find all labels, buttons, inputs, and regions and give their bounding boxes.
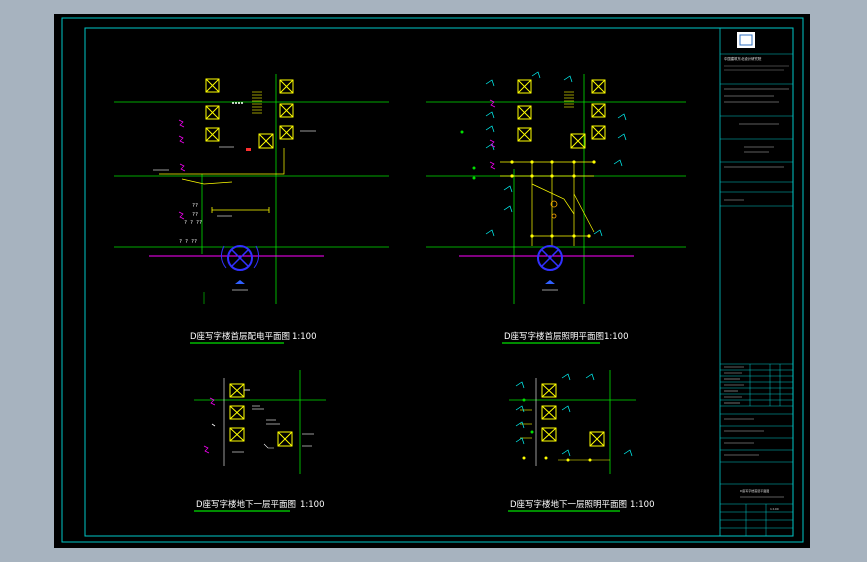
inner-frame bbox=[84, 27, 794, 537]
plan-scale-bottom-right: 1:100 bbox=[630, 500, 655, 510]
entrance-symbol-tl bbox=[227, 245, 253, 271]
label-qm-1: ?? bbox=[192, 203, 198, 209]
lighting-arrows-tr bbox=[485, 71, 627, 237]
title-block-company: 中国建筑东北设计研究院 bbox=[724, 56, 762, 61]
plan-scale-top-right: 1:100 bbox=[604, 332, 629, 342]
stairs-tl bbox=[252, 91, 262, 114]
label-qm-2: ?? bbox=[192, 212, 198, 218]
cad-drawing-canvas[interactable]: 中国建筑东北设计研究院 bbox=[54, 14, 810, 548]
plan-scale-bottom-left: 1:100 bbox=[300, 500, 325, 510]
equipment-group-tr bbox=[517, 79, 606, 149]
equipment-group-tl bbox=[205, 78, 294, 149]
plan-title-bottom-right: D座写字楼地下一层照明平面图 bbox=[510, 499, 627, 510]
company-logo bbox=[737, 32, 755, 48]
plan-top-left: ?? ?? ? ? ?? ? ? ?? D座写字楼首层配电平面图 1:100 bbox=[114, 74, 389, 344]
plan-title-top-left: D座写字楼首层配电平面图 bbox=[190, 331, 290, 342]
outer-frame bbox=[61, 17, 804, 543]
stairs-tr bbox=[564, 91, 574, 108]
label-qm-3: ? ? ?? bbox=[184, 220, 202, 226]
plan-title-bottom-left: D座写字楼地下一层平面图 bbox=[196, 499, 296, 510]
label-qm-4: ? ? ?? bbox=[179, 239, 197, 245]
title-block: 中国建筑东北设计研究院 bbox=[719, 27, 794, 537]
light-fixtures bbox=[510, 160, 596, 238]
plan-bottom-left: D座写字楼地下一层平面图 1:100 bbox=[194, 370, 326, 512]
plan-top-right: D座写字楼首层照明平面图 1:100 bbox=[426, 71, 686, 344]
title-block-scale: 1:100 bbox=[770, 507, 779, 511]
lighting-arrows-br bbox=[515, 373, 633, 457]
equipment-group-br bbox=[541, 383, 605, 447]
plan-title-top-right: D座写字楼首层照明平面图 bbox=[504, 331, 604, 342]
equipment-group-bl bbox=[229, 383, 293, 447]
title-block-drawing-name: D座写字楼首层平面图 bbox=[740, 488, 769, 493]
plan-scale-top-left: 1:100 bbox=[292, 332, 317, 342]
revision-table bbox=[720, 363, 793, 407]
cad-drawing: 中国建筑东北设计研究院 bbox=[61, 17, 804, 543]
entrance-symbol-tr bbox=[537, 245, 563, 271]
plan-bottom-right: D座写字楼地下一层照明平面图 1:100 bbox=[508, 370, 655, 512]
